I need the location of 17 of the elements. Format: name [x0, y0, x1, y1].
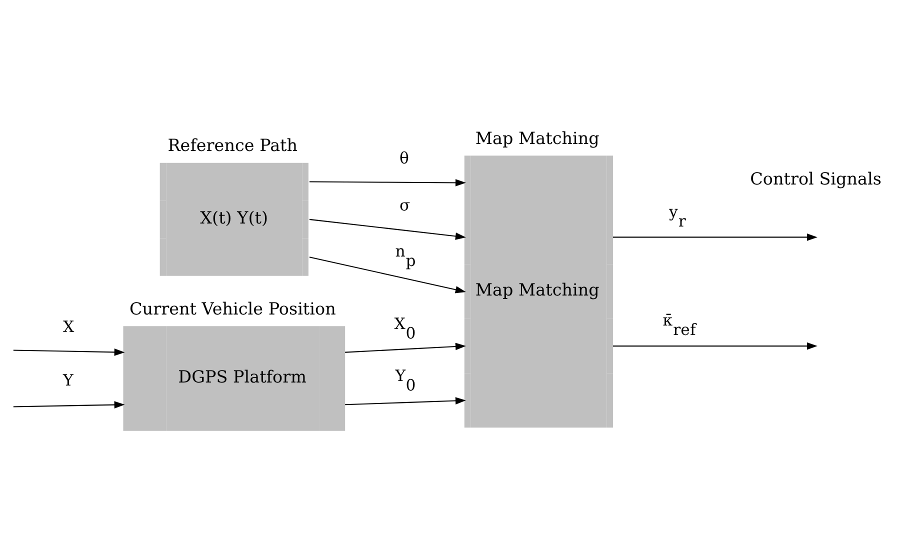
arrow [310, 179, 466, 186]
node-label: Reference Path [168, 135, 298, 156]
label: Control Signals [750, 168, 882, 189]
arrow [345, 397, 466, 406]
edge-label: Y [63, 370, 74, 390]
edge-label: X [63, 316, 74, 336]
arrow [309, 256, 466, 294]
arrow [345, 342, 466, 353]
arrow [613, 234, 818, 241]
node-label: Map Matching [475, 128, 600, 148]
edge-label: σ [400, 196, 410, 215]
node-label: Current Vehicle Position [130, 298, 336, 318]
arrow [309, 218, 466, 240]
edge-label: θ [400, 148, 409, 168]
arrow [613, 342, 818, 350]
arrow [13, 348, 125, 356]
arrow [13, 401, 125, 408]
